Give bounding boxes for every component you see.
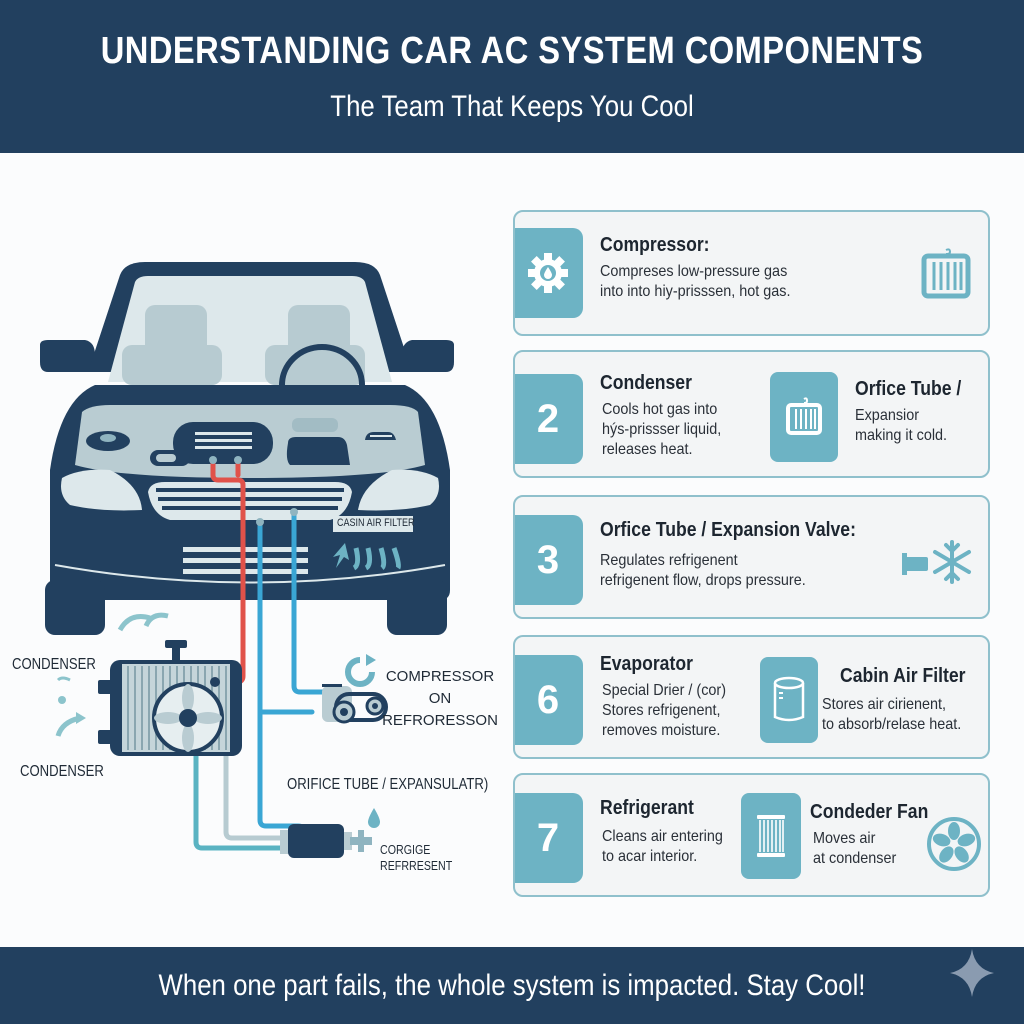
secondary-description: Stores air cirienent, to absorb/relase h… xyxy=(822,695,961,735)
label-corgice: CORGIGE REFRRESENT xyxy=(380,842,452,874)
label-condenser-top: CONDENSER xyxy=(12,656,96,673)
card-desc-line: Compreses low-pressure gas xyxy=(600,263,788,280)
card-desc-line: refrigenent flow, drops pressure. xyxy=(600,572,806,589)
card-desc-line: to absorb/relase heat. xyxy=(822,716,962,733)
sparkle-icon xyxy=(950,949,994,997)
card-description: Cleans air entering to acar interior. xyxy=(602,827,723,867)
airflow-arrows-icon xyxy=(333,543,401,571)
label-compressor: COMPRESSOR ON REFRORESSON xyxy=(380,666,500,732)
card-desc-line: Moves air xyxy=(813,830,876,847)
card-badge-number: 3 xyxy=(515,515,583,605)
label-corgice-line1: CORGIGE xyxy=(380,842,431,857)
secondary-icon-badge xyxy=(741,793,801,879)
radiator-icon xyxy=(921,248,971,299)
secondary-title: Cabin Air Filter xyxy=(840,665,966,687)
canister-icon xyxy=(773,676,805,722)
card-badge-number: 7 xyxy=(515,793,583,883)
label-condenser-bottom: CONDENSER xyxy=(20,763,104,780)
card-title: Compressor: xyxy=(600,234,710,256)
card-desc-line: releases heat. xyxy=(602,441,693,458)
card-desc-line: Special Drier / (cor) xyxy=(602,682,727,699)
card-description: Regulates refrigenent refrigenent flow, … xyxy=(600,551,806,591)
card-description: Special Drier / (cor) Stores refrigenent… xyxy=(602,681,726,741)
footer-banner: When one part fails, the whole system is… xyxy=(0,947,1024,1024)
card-desc-line: Cools hot gas into xyxy=(602,401,718,418)
gear-drop-icon xyxy=(528,253,568,293)
card-condenser: 2 Condenser Cools hot gas into hýs-pris… xyxy=(513,350,990,478)
label-compressor-line3: REFRORESSON xyxy=(382,712,498,729)
card-description: Cools hot gas into hýs-prissser liquid,… xyxy=(602,400,721,460)
filter-icon xyxy=(757,815,785,857)
card-desc-line: removes moisture. xyxy=(602,722,721,739)
header-banner: UNDERSTANDING CAR AC SYSTEM COMPONENTS T… xyxy=(0,0,1024,153)
card-desc-line: into into hiy-prisssen, hot gas. xyxy=(600,283,791,300)
card-badge-number: 6 xyxy=(515,655,583,745)
label-compressor-line2: ON xyxy=(428,690,452,707)
card-badge xyxy=(515,228,583,318)
card-desc-line: hýs-prissser liquid, xyxy=(602,421,722,438)
label-corgice-line2: REFRRESENT xyxy=(380,858,453,873)
secondary-title: Condeder Fan xyxy=(810,801,929,823)
car-illustration xyxy=(40,262,454,635)
condenser-illustration xyxy=(55,612,242,756)
card-desc-line: Stores refrigenent, xyxy=(602,702,721,719)
card-desc-line: making it cold. xyxy=(855,427,948,444)
orifice-tube-illustration xyxy=(280,808,380,858)
label-cabin-air-filter: CASIN AIR FILTER xyxy=(337,517,415,529)
compressor-illustration xyxy=(322,654,388,724)
card-desc-line: Stores air cirienent, xyxy=(822,696,947,713)
card-desc-line: Expansior xyxy=(855,407,920,424)
footer-message: When one part fails, the whole system is… xyxy=(158,969,866,1002)
card-title: Condenser xyxy=(600,372,692,394)
page-title: UNDERSTANDING CAR AC SYSTEM COMPONENTS xyxy=(100,30,924,72)
secondary-description: Expansior making it cold. xyxy=(855,406,947,446)
card-desc-line: to acar interior. xyxy=(602,848,698,865)
radiator-icon xyxy=(786,397,822,435)
card-compressor: Compressor: Compreses low-pressure gas i… xyxy=(513,210,990,336)
secondary-title: Orfice Tube / xyxy=(855,378,962,400)
card-title: Orfice Tube / Expansion Valve: xyxy=(600,519,856,541)
label-orifice-tube: ORIFICE TUBE / EXPANSULATR) xyxy=(287,776,489,793)
secondary-icon-badge xyxy=(770,372,838,462)
secondary-icon-badge xyxy=(760,657,818,743)
card-title: Refrigerant xyxy=(600,797,694,819)
card-evaporator: 6 Evaporator Special Drier / (cor) Store… xyxy=(513,635,990,759)
label-compressor-line1: COMPRESSOR xyxy=(385,668,495,685)
valve-snowflake-icon xyxy=(902,540,971,584)
card-badge-number: 2 xyxy=(515,374,583,464)
card-desc-line: Regulates refrigenent xyxy=(600,552,738,569)
secondary-description: Moves air at condenser xyxy=(813,829,896,869)
card-desc-line: at condenser xyxy=(813,850,897,867)
card-orifice-tube: 3 Orfice Tube / Expansion Valve: Regulat… xyxy=(513,495,990,619)
card-title: Evaporator xyxy=(600,653,693,675)
card-refrigerant: 7 Refrigerant Cleans air entering to aca… xyxy=(513,773,990,897)
car-ac-diagram xyxy=(40,262,454,858)
fan-icon xyxy=(927,817,981,871)
card-desc-line: Cleans air entering xyxy=(602,828,723,845)
page-subtitle: The Team That Keeps You Cool xyxy=(330,90,694,123)
card-description: Compreses low-pressure gas into into hiy… xyxy=(600,262,791,302)
